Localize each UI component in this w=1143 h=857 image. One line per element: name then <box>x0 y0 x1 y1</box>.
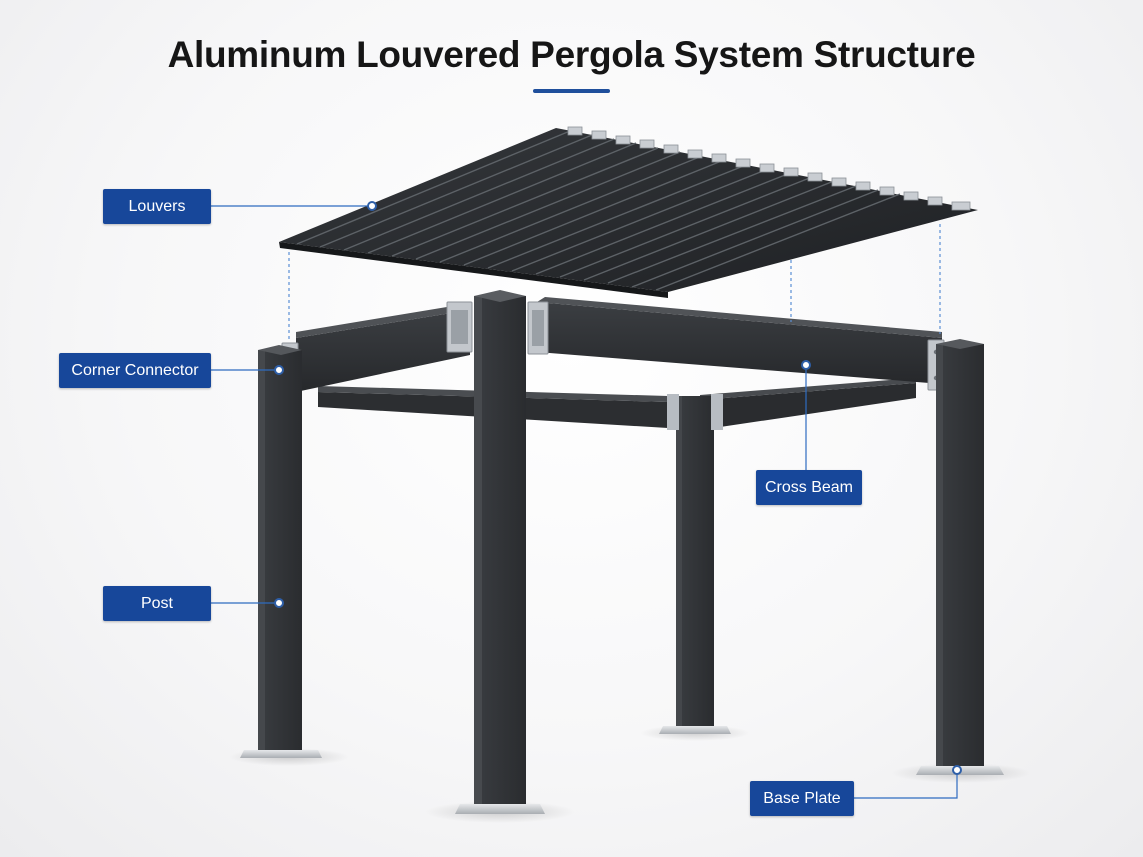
leader-dots <box>274 201 962 775</box>
post-front-right <box>916 339 1004 775</box>
post-front-center <box>455 290 545 814</box>
label-louvers: Louvers <box>103 189 211 224</box>
label-post: Post <box>103 586 211 621</box>
label-corner-connector: Corner Connector <box>59 353 211 388</box>
diagram-title: Aluminum Louvered Pergola System Structu… <box>167 34 976 75</box>
label-cross-beam: Cross Beam <box>756 470 862 505</box>
post-front-left <box>240 345 322 758</box>
post-rear-right <box>659 394 731 734</box>
alignment-guides <box>288 224 941 342</box>
louver-roof <box>279 126 978 298</box>
label-base-plate: Base Plate <box>750 781 854 816</box>
floor-shadows <box>229 725 1031 823</box>
title-underline <box>533 89 610 93</box>
cross-beam-rear <box>318 378 916 430</box>
cross-beam-left <box>296 304 470 392</box>
cross-beam-right <box>537 297 942 384</box>
